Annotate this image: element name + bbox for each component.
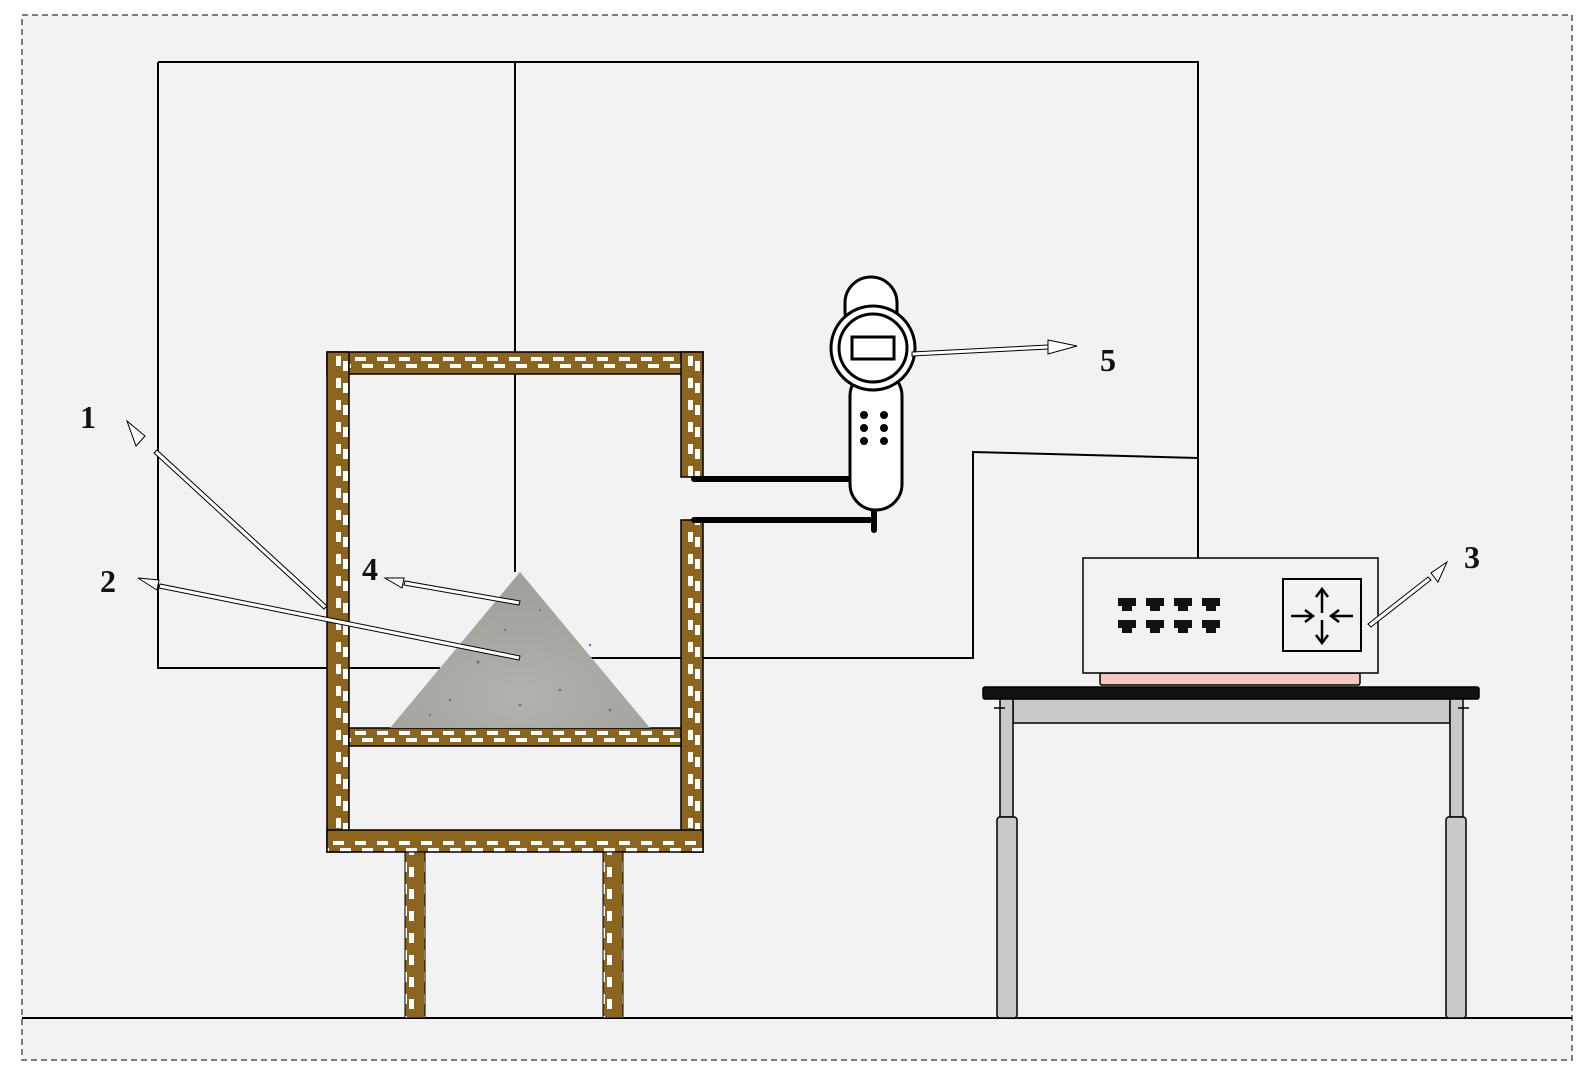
label-5: 5 (1100, 342, 1116, 378)
label-1: 1 (80, 399, 96, 435)
pointer-arrows (125, 339, 1449, 661)
table (982, 686, 1480, 1019)
label-4: 4 (362, 551, 378, 587)
background-panel (21, 14, 1573, 1061)
label-3: 3 (1464, 539, 1480, 575)
data-logger (1082, 557, 1379, 686)
sand-pile (390, 572, 650, 728)
flow-meter (829, 275, 917, 512)
wiring (157, 61, 1199, 669)
label-2: 2 (100, 563, 116, 599)
brick-chamber (326, 351, 704, 1019)
